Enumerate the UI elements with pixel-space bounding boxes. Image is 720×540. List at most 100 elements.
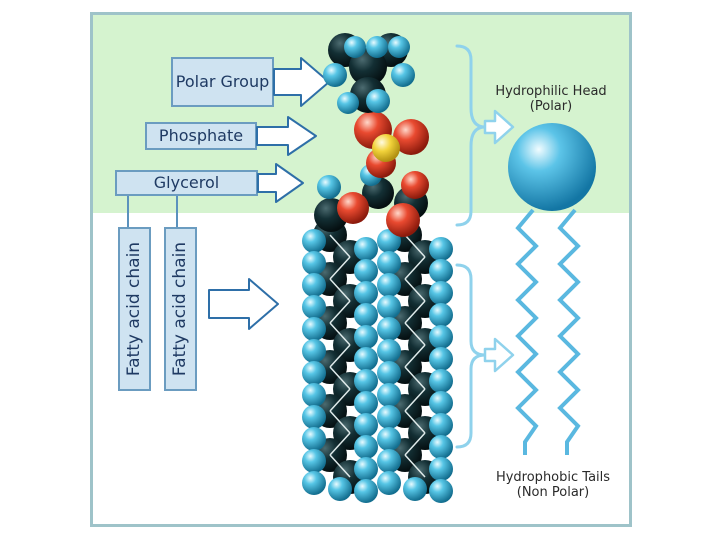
fatty-acid-chain-label-1: Fatty acid chain — [118, 227, 151, 391]
polar-group-label: Polar Group — [171, 57, 274, 107]
hydrogen-atom — [377, 471, 401, 495]
polar-head-atoms — [314, 33, 429, 237]
hydrogen-atom — [302, 361, 326, 385]
hydrogen-atom — [302, 251, 326, 275]
hydrogen-atom — [354, 303, 378, 327]
hydrogen-atom — [302, 427, 326, 451]
hydrogen-atom — [354, 391, 378, 415]
hydrogen-atom — [354, 369, 378, 393]
hydrogen-atom — [302, 405, 326, 429]
bond-line — [329, 234, 351, 258]
arrow-right-icon — [483, 109, 515, 373]
hydrogen-atom — [302, 449, 326, 473]
hydrogen-atom — [302, 383, 326, 407]
hydrophobic-tails-subtitle: (Non Polar) — [516, 485, 590, 500]
hydrogen-atom — [388, 36, 410, 58]
hydrogen-atom — [302, 273, 326, 297]
bond-line — [404, 278, 426, 302]
bond-line — [404, 388, 426, 412]
hydrogen-atom — [377, 383, 401, 407]
hydrogen-atom — [354, 281, 378, 305]
hydrogen-atom — [302, 471, 326, 495]
hydrogen-atom — [354, 435, 378, 459]
hydrogen-atom — [323, 63, 347, 87]
hydrophobic-tails-title: Hydrophobic Tails — [495, 470, 611, 485]
hydrogen-atom — [377, 449, 401, 473]
hydrogen-atom — [302, 295, 326, 319]
bond-line — [329, 432, 351, 456]
bond-line — [404, 432, 426, 456]
hydrogen-atom — [429, 303, 453, 327]
bond-line — [329, 344, 351, 368]
hydrophilic-head-subtitle: (Polar) — [529, 99, 573, 114]
hydrogen-atom — [302, 317, 326, 341]
hydrogen-atom — [377, 427, 401, 451]
hydrogen-atom — [354, 237, 378, 261]
bond-line — [329, 322, 351, 346]
hydrogen-atom — [403, 477, 427, 501]
hydrogen-atom — [429, 369, 453, 393]
hydrogen-atom — [429, 237, 453, 261]
hydrogen-atom — [377, 317, 401, 341]
bond-line — [404, 256, 426, 280]
hydrogen-atom — [302, 339, 326, 363]
hydrogen-atom — [337, 92, 359, 114]
hydrogen-atom — [354, 457, 378, 481]
oxygen-atom — [337, 192, 369, 224]
bond-line — [329, 388, 351, 412]
phosphate-text: Phosphate — [158, 126, 244, 145]
hydrogen-atom — [366, 89, 390, 113]
oxygen-atom — [393, 119, 429, 155]
hydrogen-atom — [429, 347, 453, 371]
hydrogen-atom — [429, 413, 453, 437]
hydrogen-atom — [354, 413, 378, 437]
hydrogen-atom — [354, 325, 378, 349]
connector-lines — [127, 196, 178, 227]
glycerol-text: Glycerol — [153, 173, 220, 192]
hydrogen-atom — [429, 325, 453, 349]
bond-line — [329, 300, 351, 324]
bond-line — [404, 344, 426, 368]
fatty-acid-chain-label-2: Fatty acid chain — [164, 227, 197, 391]
molecule-artwork — [127, 33, 596, 503]
bond-line — [404, 322, 426, 346]
hydrogen-atom — [377, 251, 401, 275]
bond-line — [404, 234, 426, 258]
bond-line — [404, 366, 426, 390]
hydrogen-atom — [344, 36, 366, 58]
head-sphere-icon — [508, 123, 596, 211]
hydrogen-atom — [429, 281, 453, 305]
bond-line — [404, 454, 426, 478]
bond-line — [329, 256, 351, 280]
hydrophilic-head-title: Hydrophilic Head — [495, 84, 607, 99]
hydrogen-atom — [429, 457, 453, 481]
hydrogen-atom — [391, 63, 415, 87]
phosphorus-atom — [372, 134, 400, 162]
fatty-acid-chains — [302, 218, 453, 503]
hydrogen-atom — [317, 175, 341, 199]
hydrogen-atom — [429, 479, 453, 503]
hydrogen-atom — [377, 339, 401, 363]
phospholipid-diagram: Polar Group Phosphate Glycerol Fatty aci… — [90, 12, 632, 527]
oxygen-atom — [386, 203, 420, 237]
bond-line — [404, 300, 426, 324]
hydrogen-atom — [429, 259, 453, 283]
hydrogen-atom — [354, 479, 378, 503]
hydrophobic-tails-annotation: Hydrophobic Tails (Non Polar) — [478, 470, 628, 500]
bond-line — [329, 366, 351, 390]
hydrogen-atom — [302, 229, 326, 253]
bond-line — [329, 410, 351, 434]
zigzag-tail-icon — [515, 208, 581, 455]
hydrogen-atom — [429, 391, 453, 415]
glycerol-label: Glycerol — [115, 170, 258, 196]
hydrophilic-head-annotation: Hydrophilic Head (Polar) — [476, 84, 626, 114]
polar-group-text: Polar Group — [175, 72, 270, 91]
hydrogen-atom — [328, 477, 352, 501]
bond-line — [329, 454, 351, 478]
hydrogen-atom — [354, 347, 378, 371]
hydrogen-atom — [377, 361, 401, 385]
oxygen-atom — [401, 171, 429, 199]
arrow-right-icon — [208, 57, 330, 330]
hydrogen-atom — [377, 405, 401, 429]
bond-line — [404, 410, 426, 434]
